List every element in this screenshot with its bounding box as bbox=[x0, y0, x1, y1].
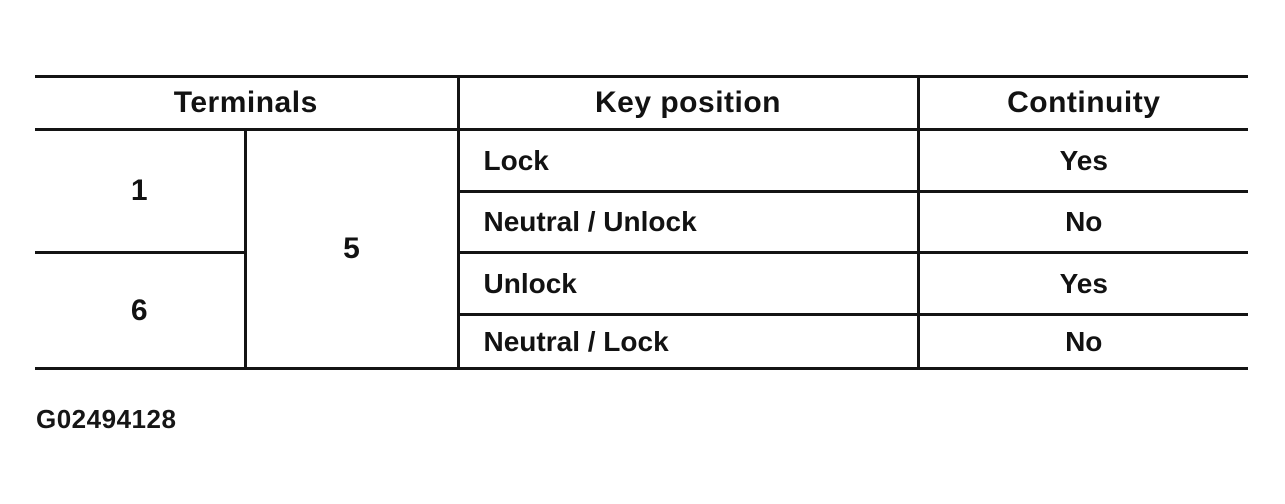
continuity-cell: No bbox=[916, 313, 1248, 370]
continuity-cell: No bbox=[916, 190, 1248, 254]
key-position-cell: Lock bbox=[456, 128, 920, 193]
key-position-cell: Neutral / Unlock bbox=[456, 190, 920, 254]
header-key-position: Key position bbox=[456, 75, 920, 131]
table-row: Neutral / Lock No bbox=[35, 313, 1248, 370]
continuity-cell: Yes bbox=[916, 251, 1248, 316]
header-continuity: Continuity bbox=[916, 75, 1248, 131]
table-row: 6 Unlock Yes bbox=[35, 251, 1248, 370]
table-row: Neutral / Unlock No bbox=[35, 190, 1248, 254]
key-position-cell: Unlock bbox=[456, 251, 920, 316]
header-terminals: Terminals bbox=[35, 75, 460, 131]
terminal-1-cell: 1 bbox=[35, 128, 247, 254]
key-position-continuity-table: Terminals Key position Continuity 1 5 Lo… bbox=[35, 75, 1248, 370]
terminal-6-cell: 6 bbox=[35, 251, 247, 370]
table-header-row: Terminals Key position Continuity bbox=[35, 75, 1248, 131]
key-position-cell: Neutral / Lock bbox=[456, 313, 920, 370]
table-row: 1 5 Lock Yes bbox=[35, 128, 1248, 370]
terminal-5-cell: 5 bbox=[243, 128, 460, 370]
figure-code-label: G02494128 bbox=[36, 404, 177, 434]
continuity-cell: Yes bbox=[916, 128, 1248, 193]
